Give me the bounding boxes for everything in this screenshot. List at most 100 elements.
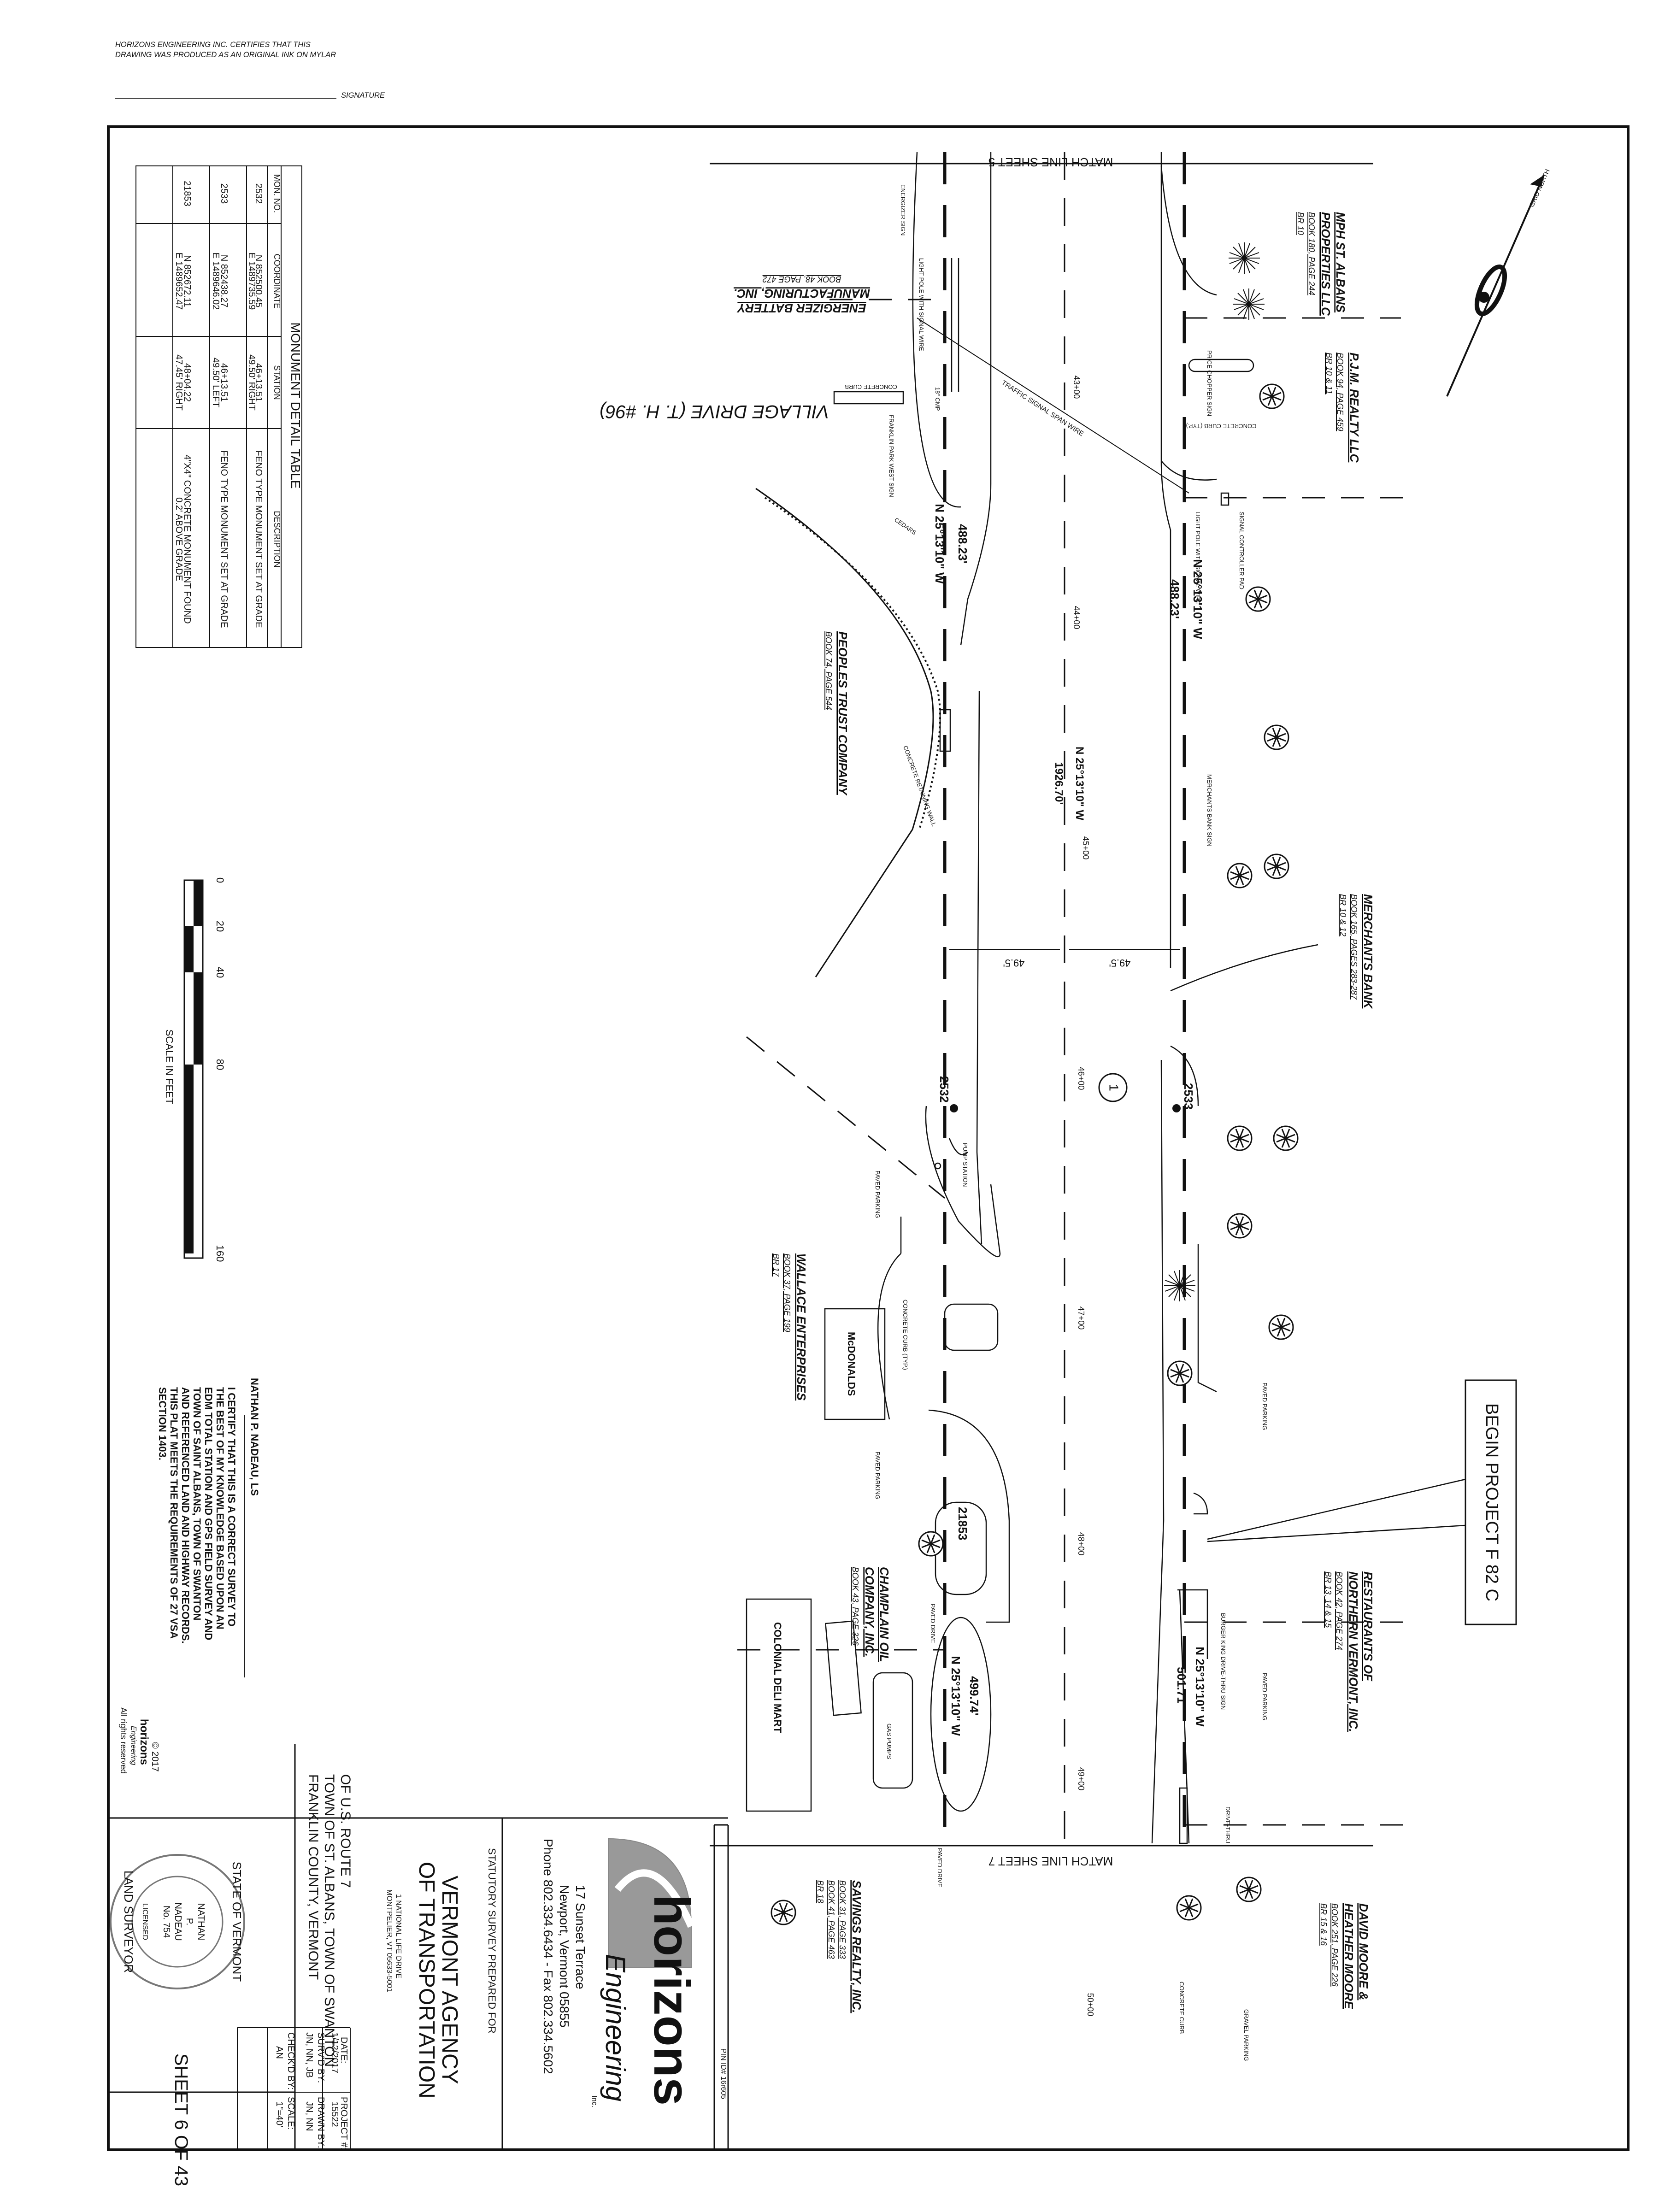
label-concrete-curb-typ-2: CONCRETE CURB (TYP.) bbox=[902, 1300, 909, 1370]
label-paved-drive-2: PAVED DRIVE bbox=[936, 1848, 943, 1888]
svg-text:FRANKLIN COUNTY, VERMONT: FRANKLIN COUNTY, VERMONT bbox=[306, 1774, 321, 1980]
centerline-distance: 1926.70' bbox=[1053, 762, 1065, 805]
half-width-dimensions: 49.5' 49.5' bbox=[949, 949, 1180, 969]
label-drive-thru: DRIVE-THRU bbox=[1224, 1806, 1231, 1843]
deciduous-tree-icon bbox=[1228, 242, 1260, 274]
svg-text:TOWN OF SAINT ALBANS, TOWN OF: TOWN OF SAINT ALBANS, TOWN OF SWANTON bbox=[191, 1387, 203, 1620]
grid-north-label: GRID NORTH bbox=[1528, 168, 1551, 208]
peoples-name: PEOPLES TRUST COMPANY bbox=[836, 631, 850, 796]
restaurants-name-2: NORTHERN VERMONT, INC. bbox=[1347, 1571, 1360, 1732]
company-logo: horizons Engineering Inc. bbox=[590, 1838, 700, 2107]
copyright-block: © 2017 horizons Engineering All rights r… bbox=[119, 1707, 160, 1774]
tree-icon bbox=[1268, 1314, 1294, 1340]
peoples-book: BOOK 74, PAGE 544 bbox=[824, 631, 833, 710]
moore-name-1: DAVID MOORE & bbox=[1357, 1903, 1371, 2000]
svg-text:horizons: horizons bbox=[643, 1894, 700, 2106]
pjm-br: BR 10 & 11 bbox=[1324, 353, 1334, 394]
svg-text:1: 1 bbox=[1107, 1084, 1121, 1091]
svg-text:DATE:: DATE: bbox=[339, 2037, 349, 2063]
mph-name-1: MPH ST. ALBANS bbox=[1334, 212, 1347, 313]
tree-icon bbox=[1245, 586, 1271, 612]
begin-project-label: BEGIN PROJECT F 82 C bbox=[1482, 1403, 1501, 1601]
label-paved-drive-1: PAVED DRIVE bbox=[930, 1604, 936, 1643]
surveyor-name: NATHAN P. NADEAU, LS bbox=[249, 1378, 260, 1496]
svg-text:49.50' RIGHT: 49.50' RIGHT bbox=[247, 354, 257, 411]
pjm-book: BOOK 94, PAGE 459 bbox=[1335, 353, 1345, 431]
merchants-name: MERCHANTS BANK bbox=[1361, 894, 1375, 1010]
svg-text:15522: 15522 bbox=[329, 2101, 340, 2127]
svg-text:21853: 21853 bbox=[182, 181, 192, 206]
tree-icon bbox=[918, 1531, 944, 1557]
svg-text:DRAWN BY:: DRAWN BY: bbox=[316, 2097, 326, 2148]
svg-text:SURV'D BY:: SURV'D BY: bbox=[316, 2032, 326, 2083]
match-line-top: MATCH LINE SHEET 5 bbox=[710, 155, 1373, 169]
svg-text:N 852500.45: N 852500.45 bbox=[253, 255, 264, 308]
monuments: 2532 2533 21853 bbox=[937, 1076, 1195, 1540]
svg-text:80: 80 bbox=[214, 1059, 226, 1070]
svg-text:© 2017: © 2017 bbox=[150, 1742, 160, 1772]
wallace-br: BR 17 bbox=[771, 1253, 781, 1277]
label-signal-controller: SIGNAL CONTROLLER PAD bbox=[1238, 512, 1245, 589]
svg-text:Newport, Vermont 05855: Newport, Vermont 05855 bbox=[557, 1885, 571, 2028]
svg-text:E 1489646.02: E 1489646.02 bbox=[211, 253, 221, 310]
label-price-chopper: PRICE CHOPPER SIGN bbox=[1206, 350, 1213, 416]
row-bearings: N 25°13'10" W 488.23' N 25°13'10" W 488.… bbox=[933, 504, 1207, 1736]
label-franklin-sign: FRANKLIN PARK WEST SIGN bbox=[888, 415, 895, 497]
svg-text:N 852438.27: N 852438.27 bbox=[219, 255, 229, 308]
label-retaining-wall: CONCRETE RETAINING WALL bbox=[902, 745, 937, 827]
label-gravel-parking: GRAVEL PARKING bbox=[1243, 2009, 1250, 2061]
svg-text:AND REFERENCED LAND AND HIGHWA: AND REFERENCED LAND AND HIGHWAY RECORDS. bbox=[180, 1387, 191, 1644]
bearing-left-2: N 25°13'10" W bbox=[949, 1656, 963, 1736]
svg-text:SECTION 1403.: SECTION 1403. bbox=[157, 1387, 168, 1460]
svg-text:CHECK'D BY:: CHECK'D BY: bbox=[286, 2032, 296, 2090]
energizer-name-1: ENERGIZER BATTERY bbox=[736, 301, 866, 315]
wallace-name: WALLACE ENTERPRISES bbox=[794, 1253, 808, 1401]
merchants-book: BOOK 165, PAGES 283-287 bbox=[1349, 894, 1359, 1000]
svg-text:STATE OF VERMONT: STATE OF VERMONT bbox=[230, 1862, 244, 1982]
svg-text:VERMONT AGENCY: VERMONT AGENCY bbox=[437, 1876, 462, 2084]
mph-br: BR 10 bbox=[1296, 212, 1305, 235]
station-label: 47+00 bbox=[1077, 1306, 1086, 1330]
label-pump-station: PUMP STATION bbox=[962, 1143, 969, 1187]
distance-left-1: 488.23' bbox=[956, 524, 970, 564]
tree-icon bbox=[1264, 724, 1289, 750]
svg-text:Inc.: Inc. bbox=[590, 2095, 598, 2107]
station-label: 49+00 bbox=[1077, 1767, 1086, 1791]
station-label: 50+00 bbox=[1086, 1993, 1095, 2017]
label-cedars: CEDARS bbox=[893, 516, 918, 536]
svg-text:horizons: horizons bbox=[138, 1719, 150, 1765]
centerline-bearing: N 25°13'10" W bbox=[1073, 747, 1086, 820]
north-arrow: GRID NORTH bbox=[1446, 168, 1551, 397]
match-line-bottom: MATCH LINE SHEET 7 bbox=[710, 1845, 1373, 1868]
label-paved-parking-3: PAVED PARKING bbox=[874, 1452, 881, 1499]
tree-icon bbox=[1273, 1125, 1299, 1151]
tree-icon bbox=[1227, 863, 1253, 888]
svg-text:STATION: STATION bbox=[272, 365, 282, 400]
parcel-1-marker: 1 bbox=[1098, 1073, 1128, 1102]
svg-text:N 852672.11: N 852672.11 bbox=[182, 255, 192, 307]
svg-text:40: 40 bbox=[214, 967, 226, 978]
surveyor-seal: STATE OF VERMONT LAND SURVEYOR NATHAN P.… bbox=[110, 1854, 245, 1989]
moore-br: BR 15 & 16 bbox=[1319, 1903, 1328, 1946]
monument-detail-table bbox=[135, 165, 302, 648]
svg-text:THE BEST OF MY KNOWLEDGE BASED: THE BEST OF MY KNOWLEDGE BASED UPON AN bbox=[214, 1387, 226, 1630]
label-concrete-curb: CONCRETE CURB bbox=[845, 383, 897, 390]
sheet-border bbox=[107, 125, 1630, 2151]
stations: 43+00 44+00 45+00 46+00 47+00 48+00 49+0… bbox=[1072, 376, 1095, 2017]
svg-text:P.: P. bbox=[184, 1918, 194, 1925]
savings-br: BR 18 bbox=[816, 1880, 825, 1903]
label-bk-sign: BURGER KING DRIVE-THRU SIGN bbox=[1220, 1613, 1227, 1710]
trees bbox=[771, 242, 1299, 1925]
svg-text:2533: 2533 bbox=[219, 183, 229, 204]
svg-text:TOWN OF ST. ALBANS, TOWN OF SW: TOWN OF ST. ALBANS, TOWN OF SWANTON bbox=[322, 1774, 337, 2067]
feature-labels: ENERGIZER SIGN LIGHT POLE WITH SIGNAL WI… bbox=[772, 184, 1268, 2061]
span-wire-line bbox=[917, 318, 1189, 494]
wallace-book: BOOK 37, PAGE 199 bbox=[782, 1253, 792, 1332]
label-gas-pumps: GAS PUMPS bbox=[886, 1724, 893, 1759]
station-label: 46+00 bbox=[1077, 1067, 1086, 1090]
pin-id: PIN ID# 16r605 bbox=[719, 2048, 727, 2099]
svg-text:COORDINATE: COORDINATE bbox=[272, 254, 282, 309]
svg-text:1/12/2017: 1/12/2017 bbox=[329, 2032, 340, 2073]
champlain-name-1: CHAMPLAIN OIL bbox=[877, 1567, 891, 1662]
